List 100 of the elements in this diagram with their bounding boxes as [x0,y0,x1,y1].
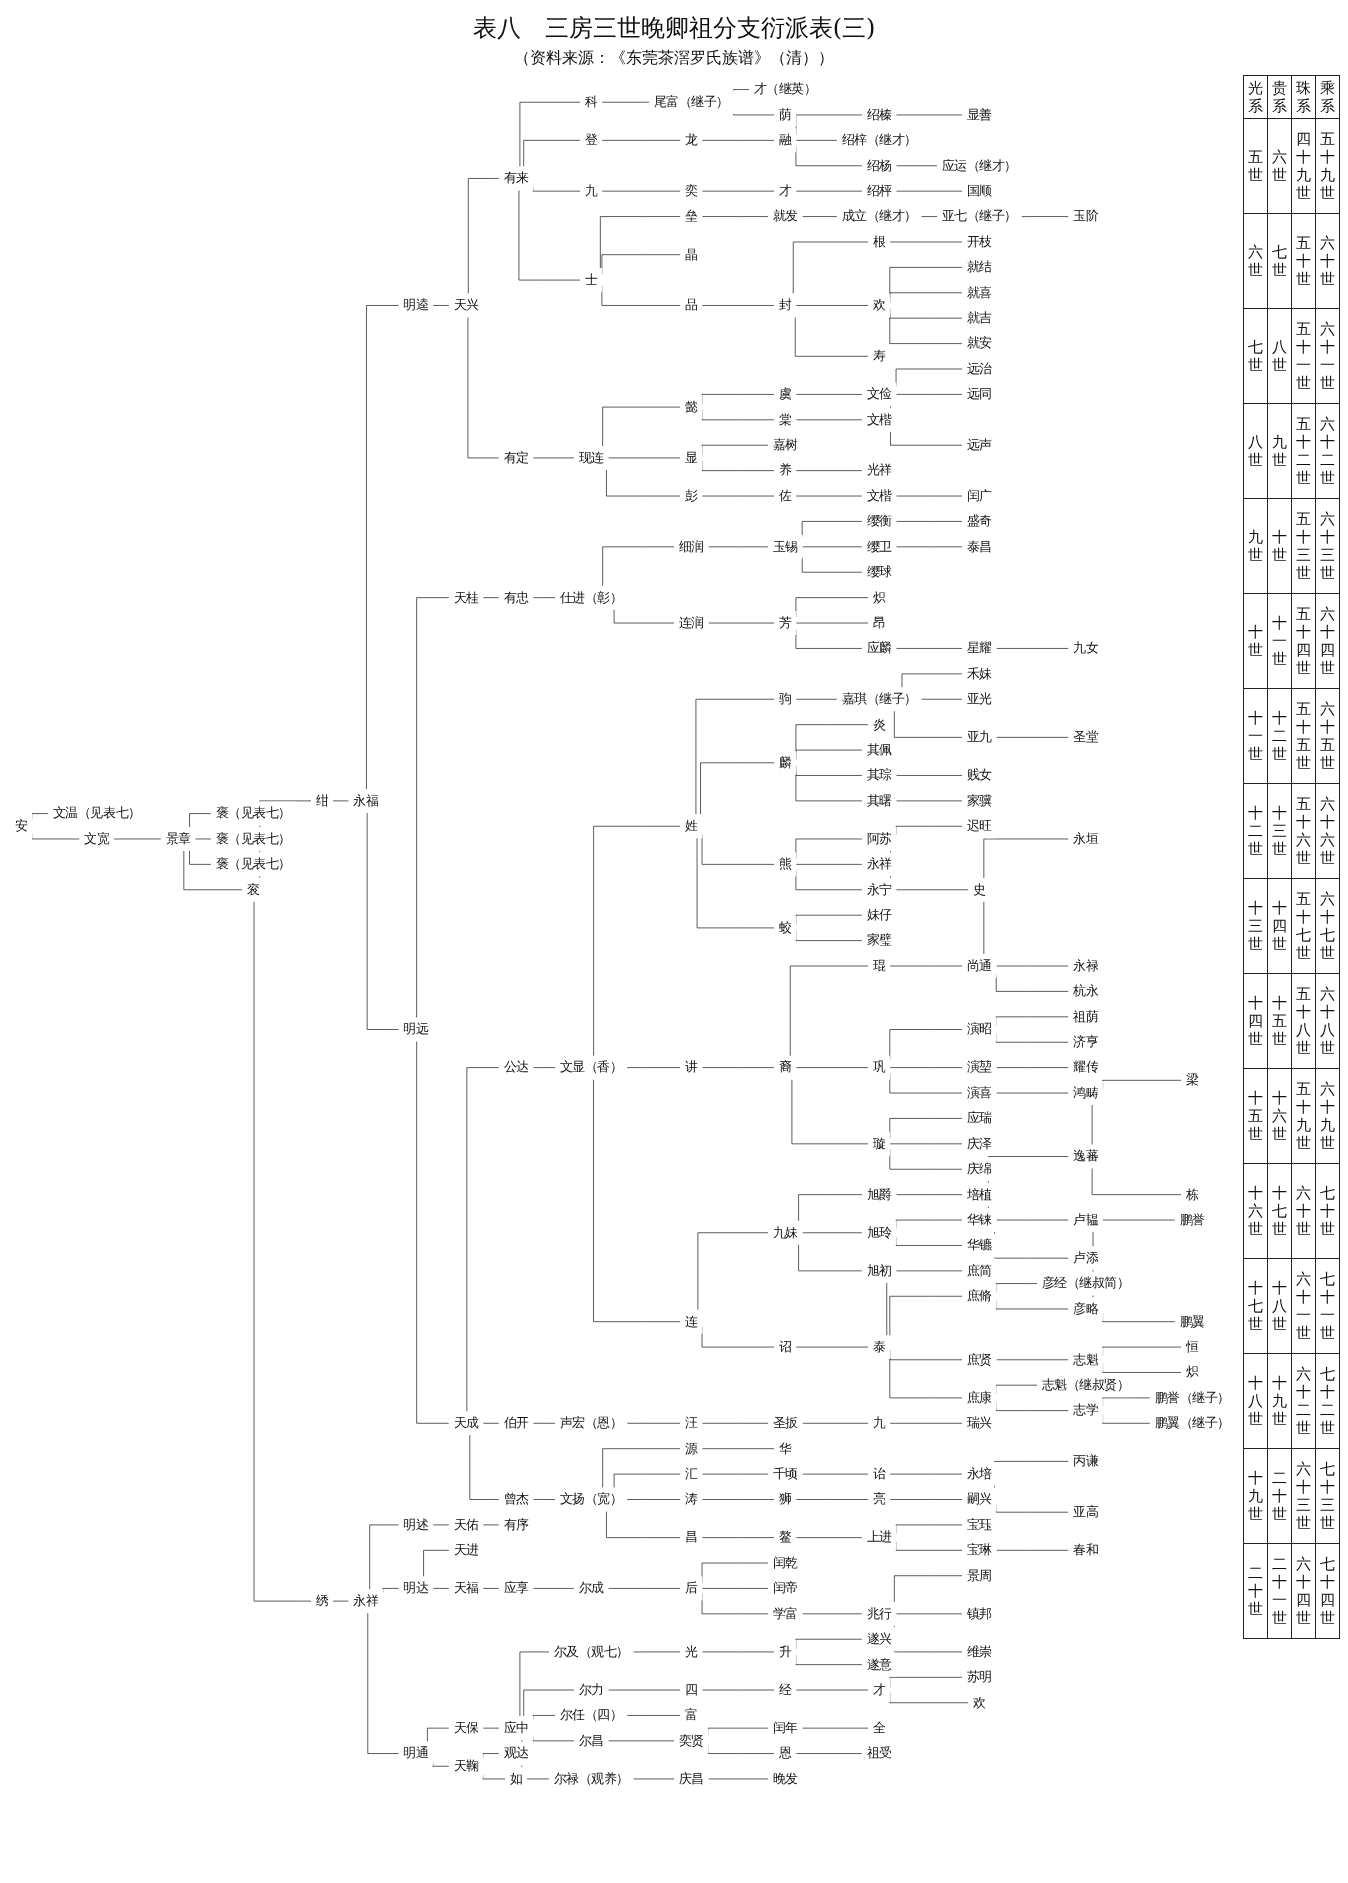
node-text: 宝珏 [966,1516,992,1532]
node-text: 天进 [453,1542,479,1558]
node-text: 绣 [315,1593,329,1608]
node-text: 禾妹 [966,665,992,681]
generation-cell: 十四世 [1243,973,1268,1069]
node-text: 驹 [778,691,792,707]
node-text: 成立（继才） [841,208,917,224]
node-text: 嘉琪（继子） [841,691,917,707]
generation-cell: 五十六世 [1291,783,1316,879]
connector [416,1040,450,1424]
connector [795,140,838,141]
node-text: 远声 [966,437,992,453]
node-text: 缨球 [866,564,892,580]
generation-cell: 六十八世 [1315,973,1340,1069]
node-text: 鸿畴 [1073,1085,1099,1100]
connector [889,1357,963,1399]
node-text: 远治 [966,361,992,376]
connector [795,1753,863,1754]
node-text: 棠 [778,411,792,427]
node-text: 济亨 [1073,1034,1099,1050]
connector [701,216,769,217]
connector [432,305,450,306]
node-text: 闰帝 [772,1580,798,1596]
generation-cell: 十二世 [1267,688,1292,784]
generation-cell: 十六世 [1243,1163,1268,1259]
generation-cell: 十八世 [1267,1258,1292,1354]
node-text: 鹏翼（继子） [1154,1415,1230,1431]
node-text: 尚通 [966,958,992,973]
generation-cell: 六十世 [1315,213,1340,309]
node-text: 炎 [872,716,886,732]
node-text: 贱女 [966,767,992,783]
connector [701,1067,775,1068]
node-text: 九 [584,183,598,198]
generation-cell: 十七世 [1267,1163,1292,1259]
generation-cell: 十七世 [1243,1258,1268,1354]
node-text: 恩 [778,1745,792,1761]
node-text: 就吉 [966,310,992,325]
connector [889,1295,963,1337]
node-text: 昂 [872,615,886,630]
generation-cell: 六世 [1243,213,1268,309]
connector [469,1434,500,1500]
connector [416,597,450,1019]
node-text: 细润 [678,538,704,554]
node-text: 尔成 [578,1580,604,1596]
node-text: 栋 [1185,1186,1199,1202]
node-text: 源 [685,1440,698,1456]
generation-cell: 十三世 [1267,783,1292,879]
node-text: 就安 [966,335,992,351]
node-text: 亚九 [966,729,992,745]
generation-cell: 九世 [1267,403,1292,499]
source-note: （资料来源：《东莞茶滘罗氏族谱》（清）） [514,48,834,69]
node-text: 佐 [778,488,792,503]
node-text: 晶 [685,246,698,262]
generation-cell: 十五世 [1267,973,1292,1069]
node-text: 品 [685,297,698,313]
node-text: 应麟 [866,640,892,656]
node-text: 昌 [685,1529,698,1545]
connector [889,1499,963,1500]
node-text: 闰年 [772,1720,798,1735]
generation-cell: 十三世 [1243,878,1268,974]
node-text: 诒 [872,1466,886,1481]
node-text: 显善 [966,107,992,122]
node-text: 瑞兴 [966,1415,992,1431]
node-text: 亚光 [966,691,992,707]
node-text: 曾杰 [503,1491,529,1507]
node-text: 尔及（观七） [553,1644,629,1659]
node-text: 汪 [685,1415,698,1431]
node-text: 维崇 [966,1644,992,1659]
node-text: 才（继英） [753,81,817,97]
generation-cell: 五十四世 [1291,593,1316,689]
node-text: 缨衡 [866,513,892,529]
connector [626,1499,682,1500]
generation-cell: 七世 [1267,213,1292,309]
node-text: 四 [685,1682,698,1697]
connector [432,1588,450,1589]
connector [466,1067,500,1413]
node-text: 天保 [453,1720,479,1735]
node-text: 有来 [503,170,529,186]
node-text: 泰昌 [966,538,992,554]
connector [894,1575,963,1603]
node-text: 永禄 [1073,958,1099,973]
node-text: 景周 [966,1567,992,1583]
generation-cell: 二十一世 [1267,1543,1292,1639]
generation-cell: 六十一世 [1315,308,1340,404]
node-text: 志魁（继叔贤） [1041,1377,1130,1392]
connector [895,1194,963,1195]
connector [593,1078,682,1323]
generation-cell: 七十四世 [1315,1543,1340,1639]
node-text: 明远 [403,1021,429,1037]
generation-cell: 五十二世 [1291,403,1316,499]
node-text: 文扬（宽） [559,1491,623,1507]
connector [467,178,500,295]
node-text: 永福 [353,792,379,808]
header-cell: 珠系 [1291,75,1316,119]
connector [700,762,775,816]
node-text: 应瑞 [966,1110,992,1126]
connector [532,1067,556,1068]
generation-cell: 五十三世 [1291,498,1316,594]
connector [593,825,682,1057]
node-text: 裔 [778,1059,792,1075]
